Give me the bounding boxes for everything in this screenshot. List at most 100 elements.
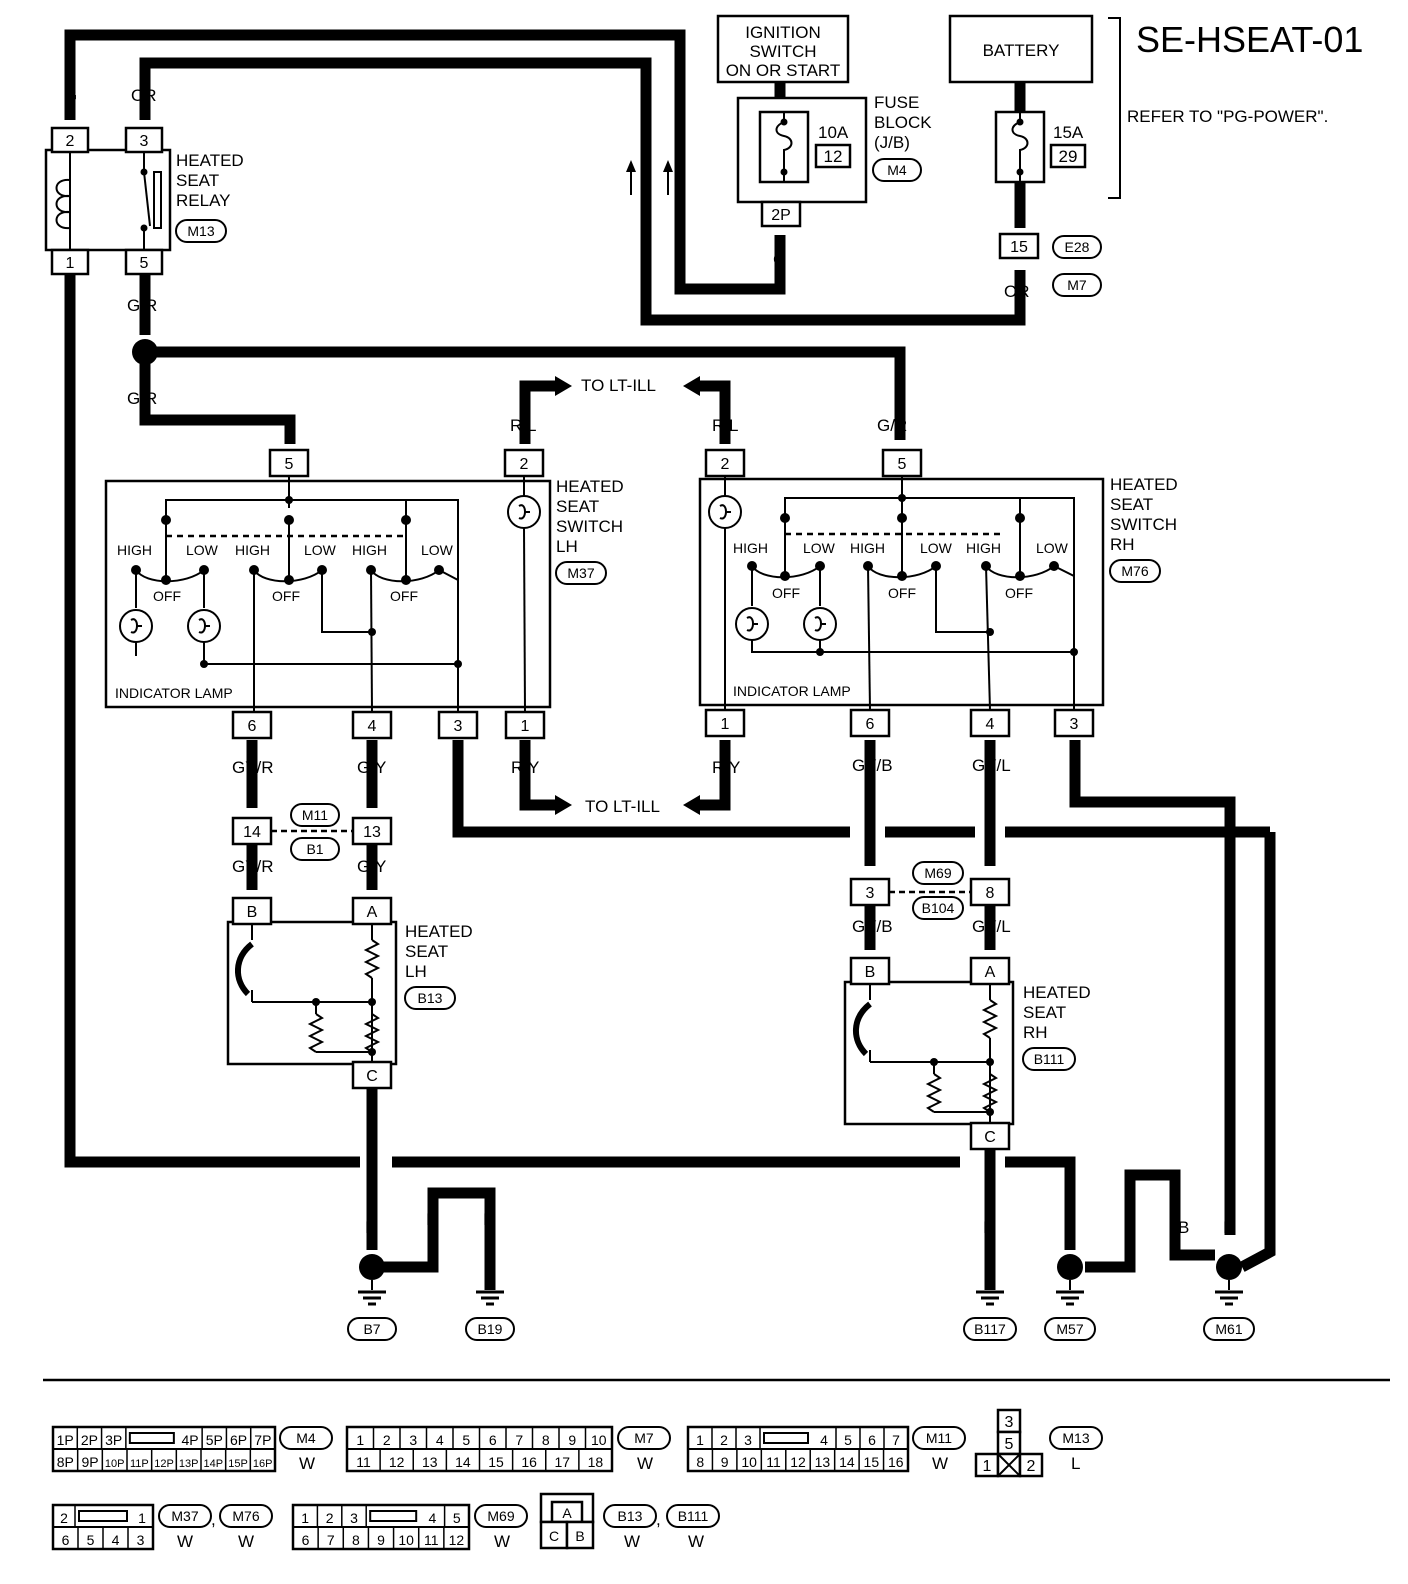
m11-bottom-pin-label: 9 (721, 1454, 729, 1470)
m37-top-pin-label: 1 (138, 1510, 146, 1526)
svg-text:GY/L: GY/L (972, 917, 1011, 936)
m4-bottom-pin-label: 11P (130, 1458, 149, 1470)
m11-bottom-pin-label: 12 (790, 1454, 806, 1470)
svg-text:M37: M37 (567, 565, 594, 581)
svg-text:10A: 10A (818, 123, 849, 142)
heated-seat-lh: B A C HEATED SEAT LH B13 (226, 896, 473, 1090)
m7-top-pin-label: 7 (515, 1432, 523, 1448)
m7-top-pin-label: 3 (409, 1432, 417, 1448)
svg-text:W: W (494, 1532, 510, 1551)
svg-text:LH: LH (405, 962, 427, 981)
svg-text:B: B (1124, 1218, 1135, 1237)
m11-top-pin-label: 6 (868, 1432, 876, 1448)
svg-text:OFF: OFF (272, 588, 300, 604)
m11-bottom-pin-label: 15 (864, 1454, 880, 1470)
svg-text:5: 5 (898, 456, 907, 473)
svg-text:HIGH: HIGH (117, 542, 152, 558)
svg-text:,: , (656, 1510, 661, 1529)
svg-text:B104: B104 (922, 900, 955, 916)
m11-bottom-pin-label: 14 (839, 1454, 855, 1470)
svg-text:M11: M11 (926, 1430, 952, 1446)
svg-text:1: 1 (721, 716, 730, 733)
svg-text:GY/L: GY/L (972, 756, 1011, 775)
svg-text:G/R: G/R (877, 416, 907, 435)
svg-text:OR: OR (1004, 282, 1030, 301)
m11-top-pin-label: 2 (720, 1432, 728, 1448)
svg-text:B: B (983, 1218, 994, 1237)
svg-text:M57: M57 (1056, 1321, 1083, 1337)
svg-text:C: C (549, 1528, 559, 1544)
svg-text:B: B (865, 964, 876, 981)
svg-text:INDICATOR LAMP: INDICATOR LAMP (115, 685, 233, 701)
svg-text:6: 6 (866, 716, 875, 733)
svg-text:B: B (483, 1210, 494, 1229)
m7-bottom-pin-label: 15 (488, 1454, 504, 1470)
joint-connector-m69-b104: 3 8 M69 B104 (849, 861, 1011, 920)
svg-text:LOW: LOW (920, 540, 953, 556)
m69-bottom-pin-label: 6 (302, 1532, 310, 1548)
svg-text:B13: B13 (418, 990, 443, 1006)
m4-bottom-pin-label: 10P (105, 1458, 125, 1470)
m11-bottom-pin-label: 16 (888, 1454, 904, 1470)
svg-text:B: B (365, 1218, 376, 1237)
svg-text:A: A (367, 904, 378, 921)
splice-points (132, 339, 1242, 1280)
m69-bottom-pin-label: 12 (449, 1532, 465, 1548)
m69-bottom-pin-label: 11 (424, 1532, 439, 1548)
svg-text:SEAT: SEAT (1023, 1003, 1066, 1022)
svg-text:HEATED: HEATED (405, 922, 473, 941)
m4-top-pin-label: 7P (254, 1432, 271, 1448)
svg-text:13: 13 (363, 824, 381, 841)
svg-text:(J/B): (J/B) (874, 133, 910, 152)
svg-text:SEAT: SEAT (405, 942, 448, 961)
svg-text:29: 29 (1059, 147, 1078, 166)
svg-text:C: C (984, 1129, 996, 1146)
svg-text:HEATED: HEATED (176, 151, 244, 170)
m11-bottom-pin-label: 11 (766, 1454, 781, 1470)
svg-text:B: B (1178, 1218, 1189, 1237)
m11-top-pin-label: 5 (844, 1432, 852, 1448)
m11-bottom-pin-label: 8 (696, 1454, 704, 1470)
svg-text:SWITCH: SWITCH (556, 517, 623, 536)
m69-top-pin-label: 3 (350, 1510, 358, 1526)
svg-text:2: 2 (721, 456, 730, 473)
svg-text:B: B (64, 296, 75, 315)
svg-text:HEATED: HEATED (1110, 475, 1178, 494)
svg-text:B: B (1264, 1218, 1275, 1237)
svg-text:M13: M13 (187, 223, 214, 239)
svg-text:HIGH: HIGH (352, 542, 387, 558)
heated-seat-relay: 2 3 1 5 HEATED SEAT RELAY M13 (44, 126, 244, 276)
svg-text:5: 5 (285, 456, 294, 473)
m7-top-pin-label: 2 (383, 1432, 391, 1448)
m69-bottom-pin-label: 9 (377, 1532, 385, 1548)
m4-top-pin-label: 6P (230, 1432, 247, 1448)
m11-bottom-pin-label: 13 (815, 1454, 831, 1470)
svg-text:GY/B: GY/B (852, 917, 893, 936)
svg-text:LOW: LOW (186, 542, 219, 558)
svg-text:LOW: LOW (1036, 540, 1069, 556)
svg-text:M69: M69 (924, 865, 951, 881)
m7-bottom-pin-label: 14 (455, 1454, 471, 1470)
m11-top-pin-label: 1 (696, 1432, 704, 1448)
svg-text:ON OR START: ON OR START (726, 61, 841, 80)
svg-text:OFF: OFF (888, 585, 916, 601)
m4-top-pin-label: 1P (57, 1432, 74, 1448)
svg-text:BLOCK: BLOCK (874, 113, 932, 132)
svg-text:INDICATOR LAMP: INDICATOR LAMP (733, 683, 851, 699)
svg-text:SWITCH: SWITCH (749, 42, 816, 61)
wires (64, 29, 1276, 1290)
m4-bottom-pin-label: 12P (154, 1458, 174, 1470)
svg-text:B13: B13 (618, 1508, 643, 1524)
svg-text:M37: M37 (171, 1508, 198, 1524)
svg-text:B: B (426, 1210, 437, 1229)
m7-bottom-pin-label: 18 (588, 1454, 604, 1470)
m7-top-pin-label: 5 (462, 1432, 470, 1448)
svg-text:HEATED: HEATED (1023, 983, 1091, 1002)
svg-text:HIGH: HIGH (733, 540, 768, 556)
m7-top-pin-label: 1 (356, 1432, 364, 1448)
svg-text:3: 3 (140, 133, 149, 150)
svg-text:A: A (985, 964, 996, 981)
svg-text:SEAT: SEAT (176, 171, 219, 190)
m69-bottom-pin-label: 8 (352, 1532, 360, 1548)
svg-text:M76: M76 (232, 1508, 259, 1524)
